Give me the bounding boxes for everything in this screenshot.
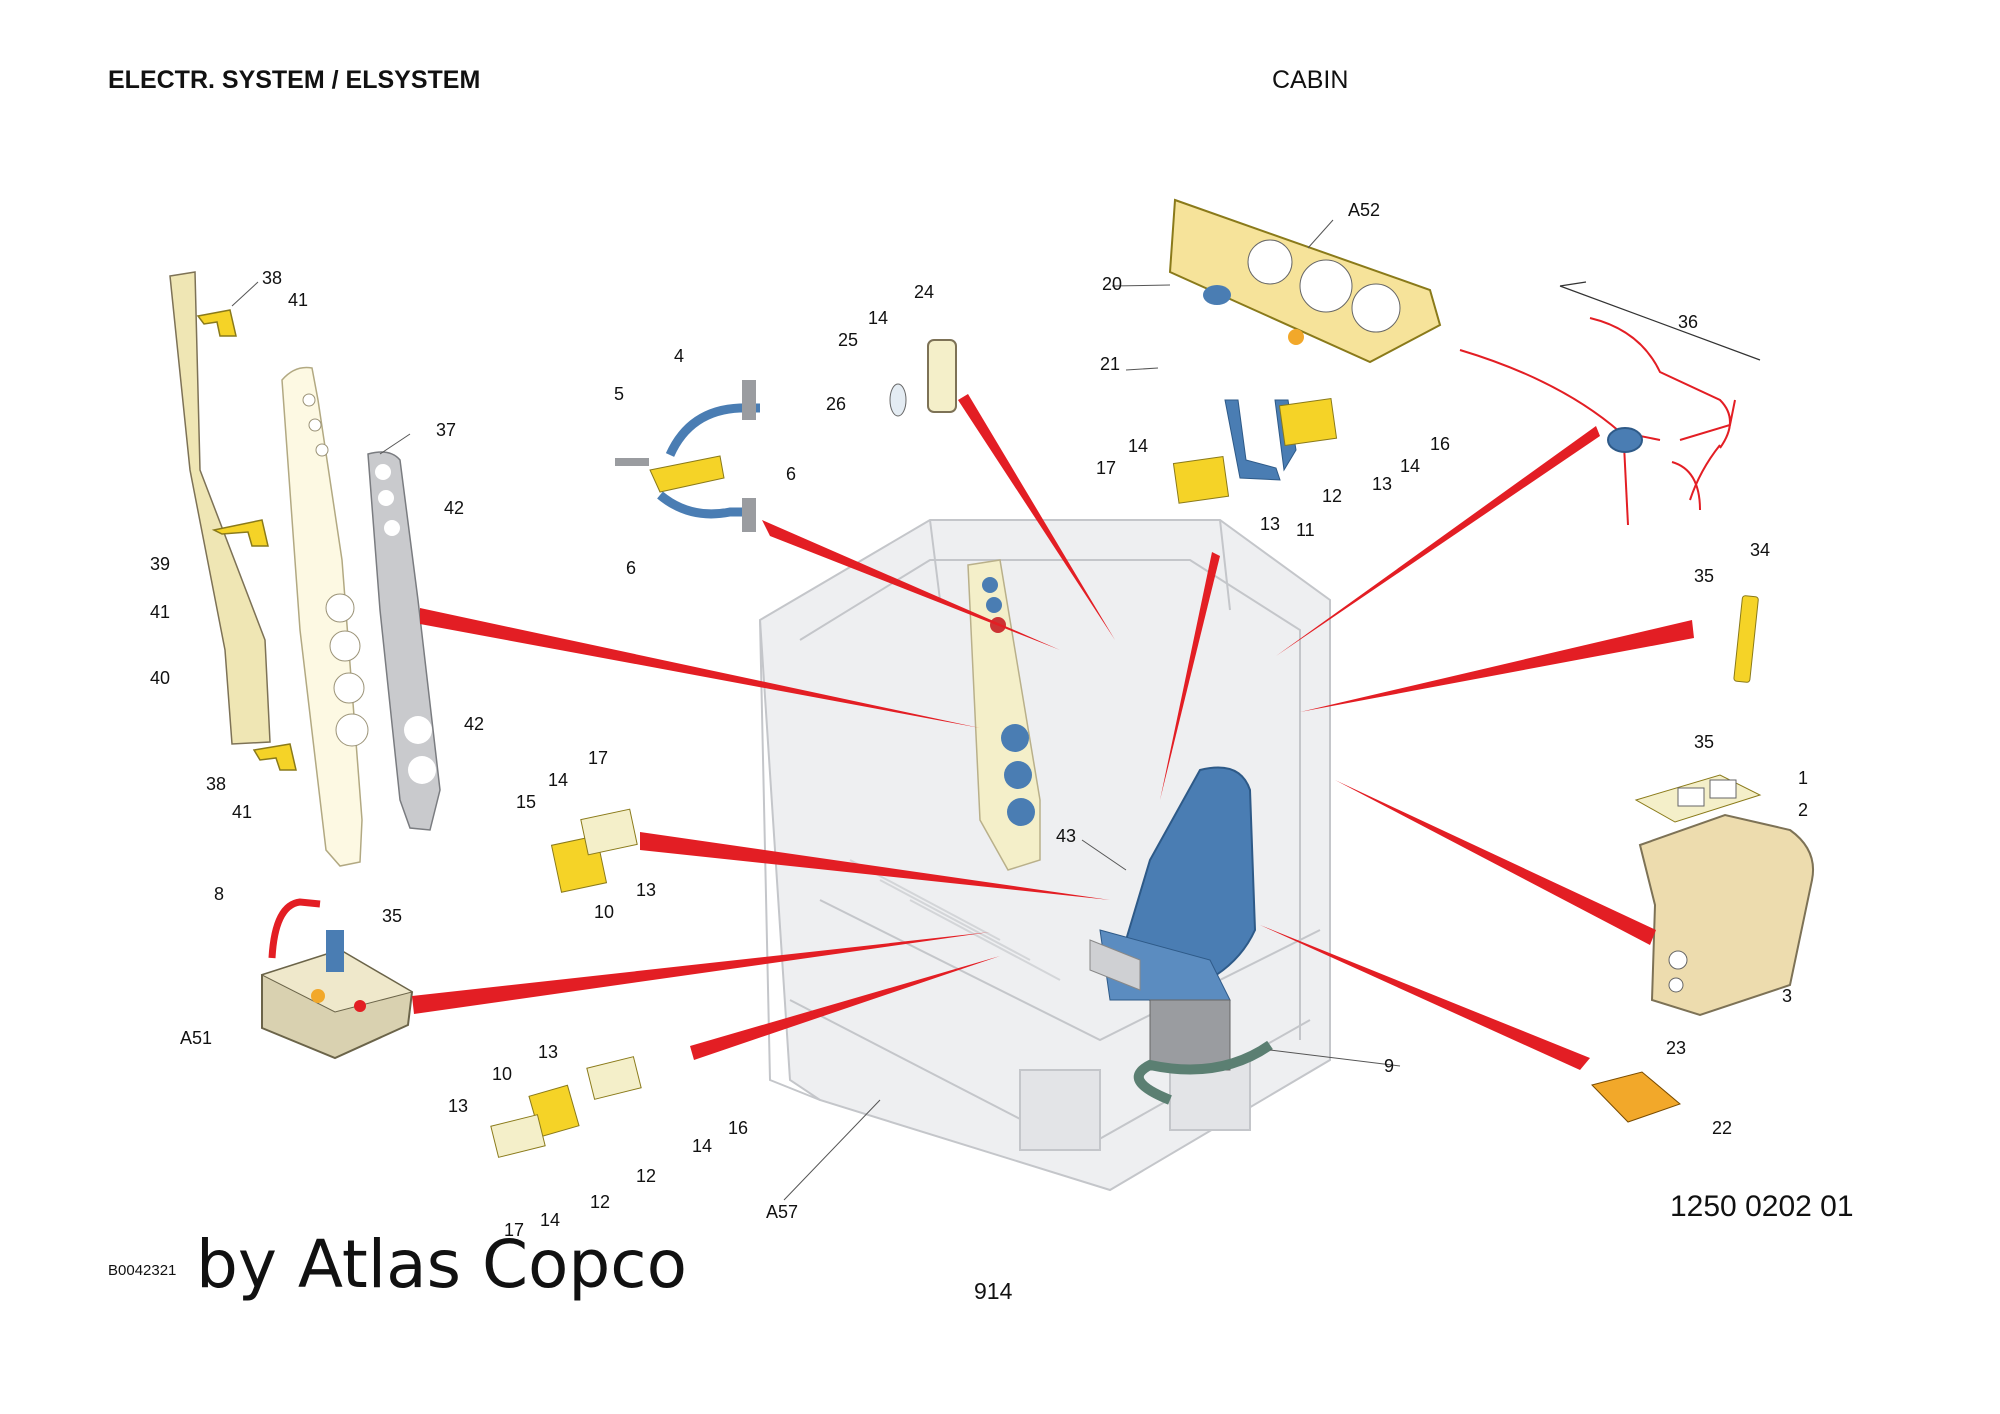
callout-label: 8 [214, 884, 224, 904]
callout-label: 13 [448, 1096, 468, 1116]
harness-36-bracket-tick [1559, 281, 1587, 287]
callout-label: 16 [728, 1118, 748, 1138]
callout-label: 1 [1798, 768, 1808, 788]
page-number: 914 [974, 1278, 1013, 1304]
callout-label: 10 [594, 902, 614, 922]
callout-label: 14 [1128, 436, 1148, 456]
pillar-cover-37-trim [281, 366, 369, 867]
callout-label: 43 [1056, 826, 1076, 846]
relay-frames-13-lower [490, 808, 642, 1158]
callout-label: 35 [1694, 566, 1714, 586]
pillar-trim-37 [367, 451, 441, 831]
callout-label: 35 [1694, 732, 1714, 752]
callout-label: 13 [1372, 474, 1392, 494]
callout-label: A57 [766, 1202, 798, 1222]
callout-label: 39 [150, 554, 170, 574]
callout-label: 34 [1750, 540, 1770, 560]
callout-label: 42 [444, 498, 464, 518]
callout-label: 3 [1782, 986, 1792, 1006]
callout-label: 12 [1322, 486, 1342, 506]
control-box-A51 [260, 898, 414, 1060]
plate-22 [1591, 1071, 1681, 1123]
callout-label: 20 [1102, 274, 1122, 294]
callout-label: 37 [436, 420, 456, 440]
callout-label: 13 [538, 1042, 558, 1062]
callout-label: 40 [150, 668, 170, 688]
cable-harness-36 [1459, 317, 1736, 526]
callout-label: 13 [636, 880, 656, 900]
callout-label: 4 [674, 346, 684, 366]
connector-34 [1733, 595, 1759, 683]
operator-seat [1089, 766, 1273, 1105]
callout-label: 38 [206, 774, 226, 794]
callout-label: 26 [826, 394, 846, 414]
callout-label: 6 [786, 464, 796, 484]
callout-label: A51 [180, 1028, 212, 1048]
handle-assembly-4-5 [615, 380, 760, 532]
callout-label: 17 [504, 1220, 524, 1240]
pillar-bracket-40 [169, 271, 271, 745]
cover-plate-1-2-3 [1634, 774, 1814, 1017]
callout-label: 5 [614, 384, 624, 404]
callout-label: 12 [590, 1192, 610, 1212]
callout-label: 6 [626, 558, 636, 578]
callout-label: 14 [540, 1210, 560, 1230]
image-code: B0042321 [108, 1262, 177, 1279]
callout-label: 22 [1712, 1118, 1732, 1138]
section-title: ELECTR. SYSTEM / ELSYSTEM [108, 66, 481, 94]
leader-arrows [412, 394, 1694, 1070]
callout-label: 36 [1678, 312, 1698, 332]
callout-label: 21 [1100, 354, 1120, 374]
switch-panel-A52 [1168, 198, 1442, 364]
callout-label: 16 [1430, 434, 1450, 454]
callout-label: 13 [1260, 514, 1280, 534]
callout-label: 41 [232, 802, 252, 822]
watermark-text: by Atlas Copco [196, 1226, 687, 1303]
callout-label: 42 [464, 714, 484, 734]
callout-label: 14 [548, 770, 568, 790]
callout-label: 9 [1384, 1056, 1394, 1076]
relays-12-13-upper [1172, 398, 1338, 504]
callout-label: 17 [588, 748, 608, 768]
callout-label: A52 [1348, 200, 1380, 220]
callout-label: 14 [692, 1136, 712, 1156]
clips-38-39 [196, 309, 297, 771]
callout-label: 41 [288, 290, 308, 310]
callout-label: 35 [382, 906, 402, 926]
callout-label: 24 [914, 282, 934, 302]
callout-label: 41 [150, 602, 170, 622]
callout-label: 15 [516, 792, 536, 812]
callout-label: 14 [868, 308, 888, 328]
callout-labels: 38 41 37 42 39 41 40 42 38 41 35 4 5 6 6… [150, 200, 1808, 1240]
drawing-number: 1250 0202 01 [1670, 1190, 1854, 1223]
subsection-title: CABIN [1272, 66, 1349, 94]
callout-label: 11 [1296, 520, 1315, 540]
cabin-pillar-panel [967, 559, 1041, 871]
callout-label: 38 [262, 268, 282, 288]
callout-label: 12 [636, 1166, 656, 1186]
callout-label: 17 [1096, 458, 1116, 478]
callout-leader-lines [231, 219, 1401, 1201]
callout-label: 23 [1666, 1038, 1686, 1058]
interior-lamp-24 [889, 339, 957, 417]
callout-label: 14 [1400, 456, 1420, 476]
callout-label: 25 [838, 330, 858, 350]
callout-label: 2 [1798, 800, 1808, 820]
harness-36-bracket-line [1559, 285, 1761, 361]
callout-label: 10 [492, 1064, 512, 1084]
